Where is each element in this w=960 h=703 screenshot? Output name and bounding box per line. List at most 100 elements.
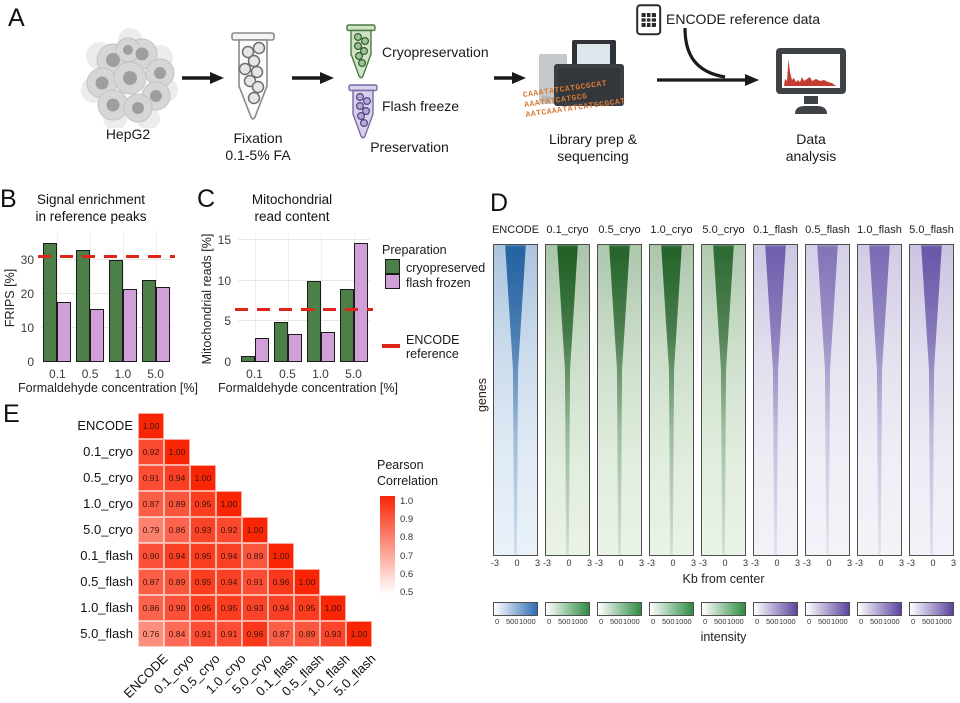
heatmap-x-tick: 3 <box>794 558 800 568</box>
colorbar-tick: 0 <box>651 617 656 626</box>
flash-freeze-tube-icon <box>348 84 378 139</box>
pearson-legend-tick: 1.0 <box>400 496 414 507</box>
merge-arrow-icon <box>657 27 759 86</box>
colorbar-tick: 0 <box>547 617 552 626</box>
heatmap-colorbar <box>909 602 954 616</box>
gridline-vertical <box>90 230 92 362</box>
gridline-horizontal <box>41 326 172 328</box>
bar-cryopreserved <box>240 356 255 362</box>
matrix-cell: 0.96 <box>268 569 294 595</box>
matrix-cell: 0.84 <box>164 621 190 647</box>
bar-cryopreserved <box>273 322 288 362</box>
matrix-cell: 0.94 <box>216 569 242 595</box>
pearson-legend-line1: Pearson <box>377 458 424 472</box>
heatmap-column-title: 5.0_cryo <box>702 224 745 236</box>
heatmap-x-tick: -3 <box>751 558 760 568</box>
heatmap-column-title: 0.1_flash <box>753 224 798 236</box>
y-tick-label: 30 <box>20 252 34 267</box>
panel-c-y-axis-label: Mitochondrial reads [%] <box>200 233 214 365</box>
matrix-x-label: 1.0_cryo <box>202 651 249 697</box>
matrix-cell: 0.92 <box>216 517 242 543</box>
colorbar-tick: 1000 <box>571 617 588 626</box>
colorbar-tick: 500 <box>870 617 883 626</box>
panel-b-label: B <box>0 185 17 213</box>
matrix-x-label: 0.5_flash <box>278 651 327 699</box>
pearson-legend-title: Pearson Correlation <box>377 458 438 489</box>
heatmap-x-tick: 0 <box>878 558 884 568</box>
colorbar-tick: 0 <box>703 617 708 626</box>
colorbar-tick: 0 <box>807 617 812 626</box>
heatmap-colorbar <box>805 602 850 616</box>
heatmap-x-tick: 3 <box>534 558 540 568</box>
matrix-cell: 0.92 <box>138 439 164 465</box>
legend-reference-dash <box>382 344 400 348</box>
matrix-cell: 1.00 <box>294 569 320 595</box>
matrix-row-label: 0.1_flash <box>80 548 133 563</box>
heatmap-x-tick: 0 <box>930 558 936 568</box>
x-tick-label: 0.5 <box>279 367 296 381</box>
pearson-legend-line2: Correlation <box>377 473 439 488</box>
heatmap-x-tick: 0 <box>826 558 832 568</box>
encode-reference-line <box>38 254 175 259</box>
y-tick-label: 20 <box>20 286 34 301</box>
matrix-cell: 0.94 <box>268 595 294 621</box>
gridline-horizontal <box>238 279 370 281</box>
y-tick-label: 10 <box>20 320 34 335</box>
pearson-legend-tick: 0.6 <box>400 568 414 580</box>
matrix-x-label: ENCODE <box>120 651 171 701</box>
matrix-cell: 0.95 <box>216 595 242 621</box>
bar-flash-frozen <box>287 333 302 362</box>
heatmap-x-tick: -3 <box>543 558 552 568</box>
heatmap-column-title: 0.5_flash <box>805 224 850 236</box>
legend-reference-line1: ENCODE <box>406 333 460 347</box>
matrix-cell: 0.94 <box>164 543 190 569</box>
x-tick-label: 1.0 <box>312 367 329 381</box>
encode-reference-line <box>235 307 373 311</box>
data-analysis-line2: analysis <box>785 148 837 164</box>
legend-swatch-flash-frozen <box>385 274 400 289</box>
matrix-cell: 0.86 <box>138 595 164 621</box>
colorbar-tick: 500 <box>662 617 675 626</box>
heatmap-column-title: 1.0_cryo <box>650 224 693 236</box>
matrix-cell: 0.95 <box>294 595 320 621</box>
panel-b-title: Signal enrichment in reference peaks <box>16 191 166 225</box>
gridline-vertical <box>254 233 256 362</box>
colorbar-tick: 500 <box>922 617 935 626</box>
matrix-cell: 0.91 <box>138 465 164 491</box>
matrix-row-label: 1.0_flash <box>80 600 133 615</box>
heatmap-x-tick: 3 <box>690 558 696 568</box>
matrix-cell: 1.00 <box>138 413 164 439</box>
heatmap-x-tick: -3 <box>647 558 656 568</box>
legend-swatch-cryopreserved <box>385 259 400 274</box>
matrix-cell: 0.94 <box>216 543 242 569</box>
panel-a-label: A <box>8 4 25 32</box>
panel-b-title-line2: in reference peaks <box>35 209 147 224</box>
colorbar-tick: 500 <box>818 617 831 626</box>
y-tick-label: 10 <box>217 273 231 288</box>
gridline-horizontal <box>238 320 370 322</box>
bar-flash-frozen <box>155 287 170 362</box>
bar-flash-frozen <box>353 242 368 362</box>
bar-cryopreserved <box>141 280 156 362</box>
pearson-legend-tick: 0.7 <box>400 550 414 562</box>
colorbar-tick: 1000 <box>883 617 900 626</box>
library-prep-line1: Library prep & <box>549 131 637 147</box>
matrix-row-label: 0.1_cryo <box>83 444 133 459</box>
heatmap-x-tick: -3 <box>699 558 708 568</box>
heatmap-x-tick: 0 <box>514 558 520 568</box>
legend-title: Preparation <box>382 243 447 257</box>
library-prep-line2: sequencing <box>557 148 629 164</box>
heatmap-column-title: 5.0_flash <box>909 224 954 236</box>
pearson-legend-tick: 0.9 <box>400 514 414 526</box>
y-tick-label: 15 <box>217 233 231 248</box>
gridline-horizontal <box>238 239 370 241</box>
pearson-legend-tick: 0.8 <box>400 532 414 544</box>
colorbar-tick: 500 <box>766 617 779 626</box>
heatmap-image <box>909 244 954 556</box>
heatmap-x-tick: 3 <box>846 558 852 568</box>
heatmap-image <box>805 244 850 556</box>
